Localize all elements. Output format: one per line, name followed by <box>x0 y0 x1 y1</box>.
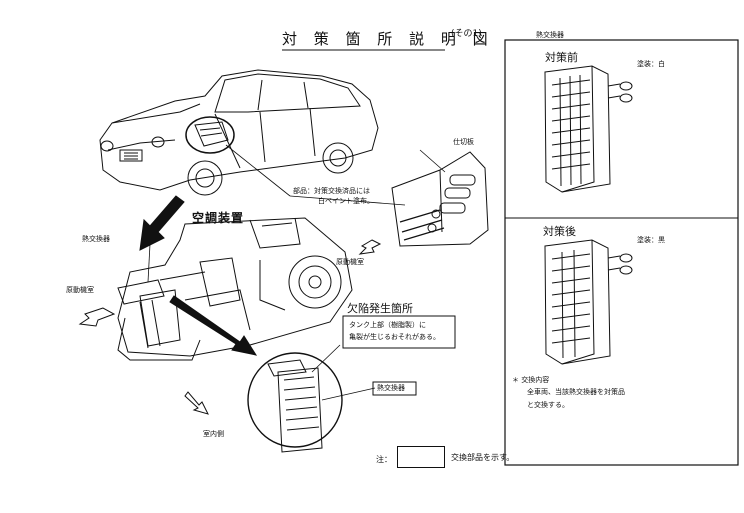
after-paint-label: 塗装：黒 <box>637 236 665 244</box>
paint-note-line2: 白ペイント塗布。 <box>318 197 374 205</box>
arrow-unit-to-closeup <box>169 295 258 356</box>
hvac-unit-label: 空調装置 <box>192 211 245 225</box>
closeup-heater-core <box>267 359 323 453</box>
defect-note-box <box>342 315 456 349</box>
page-title: 対 策 箇 所 説 明 図 <box>282 30 494 48</box>
heater-core-left-label: 熱交換器 <box>82 235 110 243</box>
engine-room-right-label: 原動機室 <box>336 258 364 266</box>
heater-core-after <box>544 239 633 365</box>
paint-note-line1: 部品：対策交換済品には <box>293 187 370 195</box>
defect-note-line1: タンク上部（樹脂製）に <box>349 321 426 329</box>
panel-note-line3: と交換する。 <box>527 401 569 409</box>
engine-bay-highlight <box>185 116 235 154</box>
engine-room-left-label: 原動機室 <box>66 286 94 294</box>
before-title: 対策前 <box>545 51 578 64</box>
cabin-label: 室内側 <box>203 430 224 438</box>
panel-note-line2: 全車両、当該熱交換器を対策品 <box>527 388 625 396</box>
instrument-panel-label: 仕切板 <box>453 138 474 146</box>
page-title-suffix: (その1) <box>451 29 482 39</box>
exchanger-callout-label: 熱交換器 <box>377 384 405 392</box>
hvac-unit <box>117 217 353 361</box>
legend-note-prefix: 注： <box>376 455 392 464</box>
legend-swatch-box <box>397 446 445 468</box>
heater-core-comparison-panel <box>504 39 739 466</box>
car-illustration <box>99 69 379 196</box>
arrow-cabin <box>184 391 209 415</box>
arrow-engine-room-left <box>78 307 116 327</box>
arrow-engine-room-right <box>358 239 382 255</box>
panel-note-line1: ＊ 交換内容 <box>512 376 550 384</box>
heater-core-before <box>544 65 633 193</box>
before-paint-label: 塗装：白 <box>637 60 665 68</box>
defect-note-line2: 亀裂が生じるおそれがある。 <box>349 333 440 341</box>
after-title: 対策後 <box>543 225 576 238</box>
defect-closeup-circle <box>247 352 343 448</box>
legend-note-text: 交換部品を示す。 <box>451 453 515 462</box>
panel-header-label: 熱交換器 <box>536 31 564 39</box>
bulkhead-closeup <box>391 149 489 247</box>
exchanger-callout-box <box>372 381 417 396</box>
arrow-car-to-unit <box>139 195 185 251</box>
defect-location-label: 欠陥発生箇所 <box>347 302 413 315</box>
